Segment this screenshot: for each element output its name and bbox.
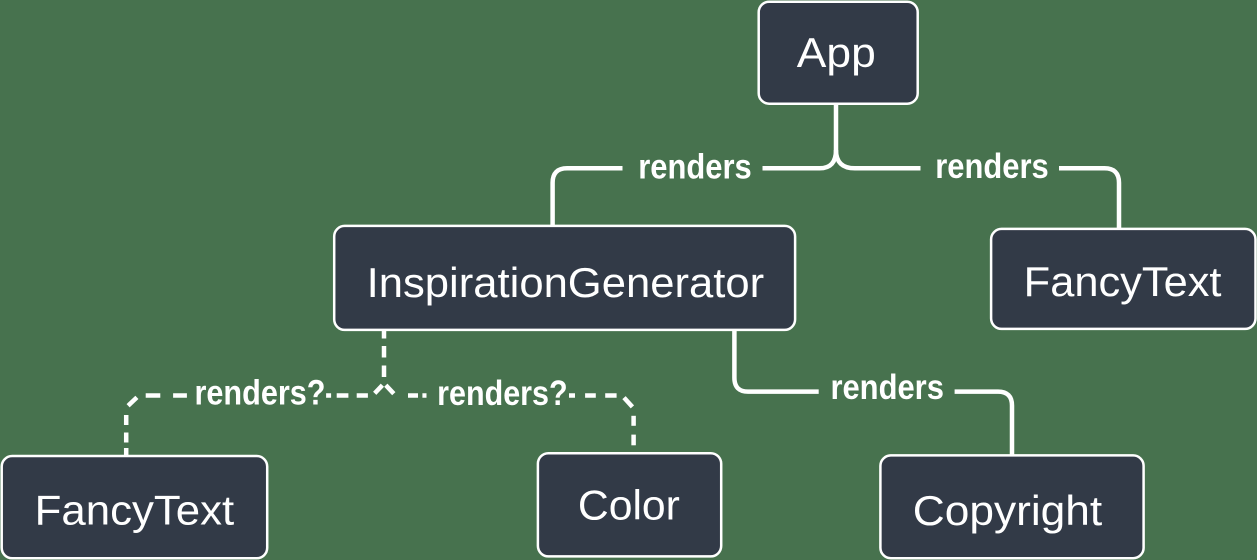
svg-text:renders?: renders? xyxy=(437,374,568,413)
svg-text:Copyright: Copyright xyxy=(913,487,1103,534)
svg-text:InspirationGenerator: InspirationGenerator xyxy=(367,259,765,306)
svg-text:renders?: renders? xyxy=(195,374,326,413)
svg-text:App: App xyxy=(797,29,876,76)
svg-text:renders: renders xyxy=(935,147,1049,186)
svg-text:renders: renders xyxy=(638,148,752,187)
svg-text:FancyText: FancyText xyxy=(1024,258,1222,305)
svg-text:Color: Color xyxy=(578,481,680,528)
svg-text:FancyText: FancyText xyxy=(35,487,235,534)
svg-text:renders: renders xyxy=(830,368,944,407)
